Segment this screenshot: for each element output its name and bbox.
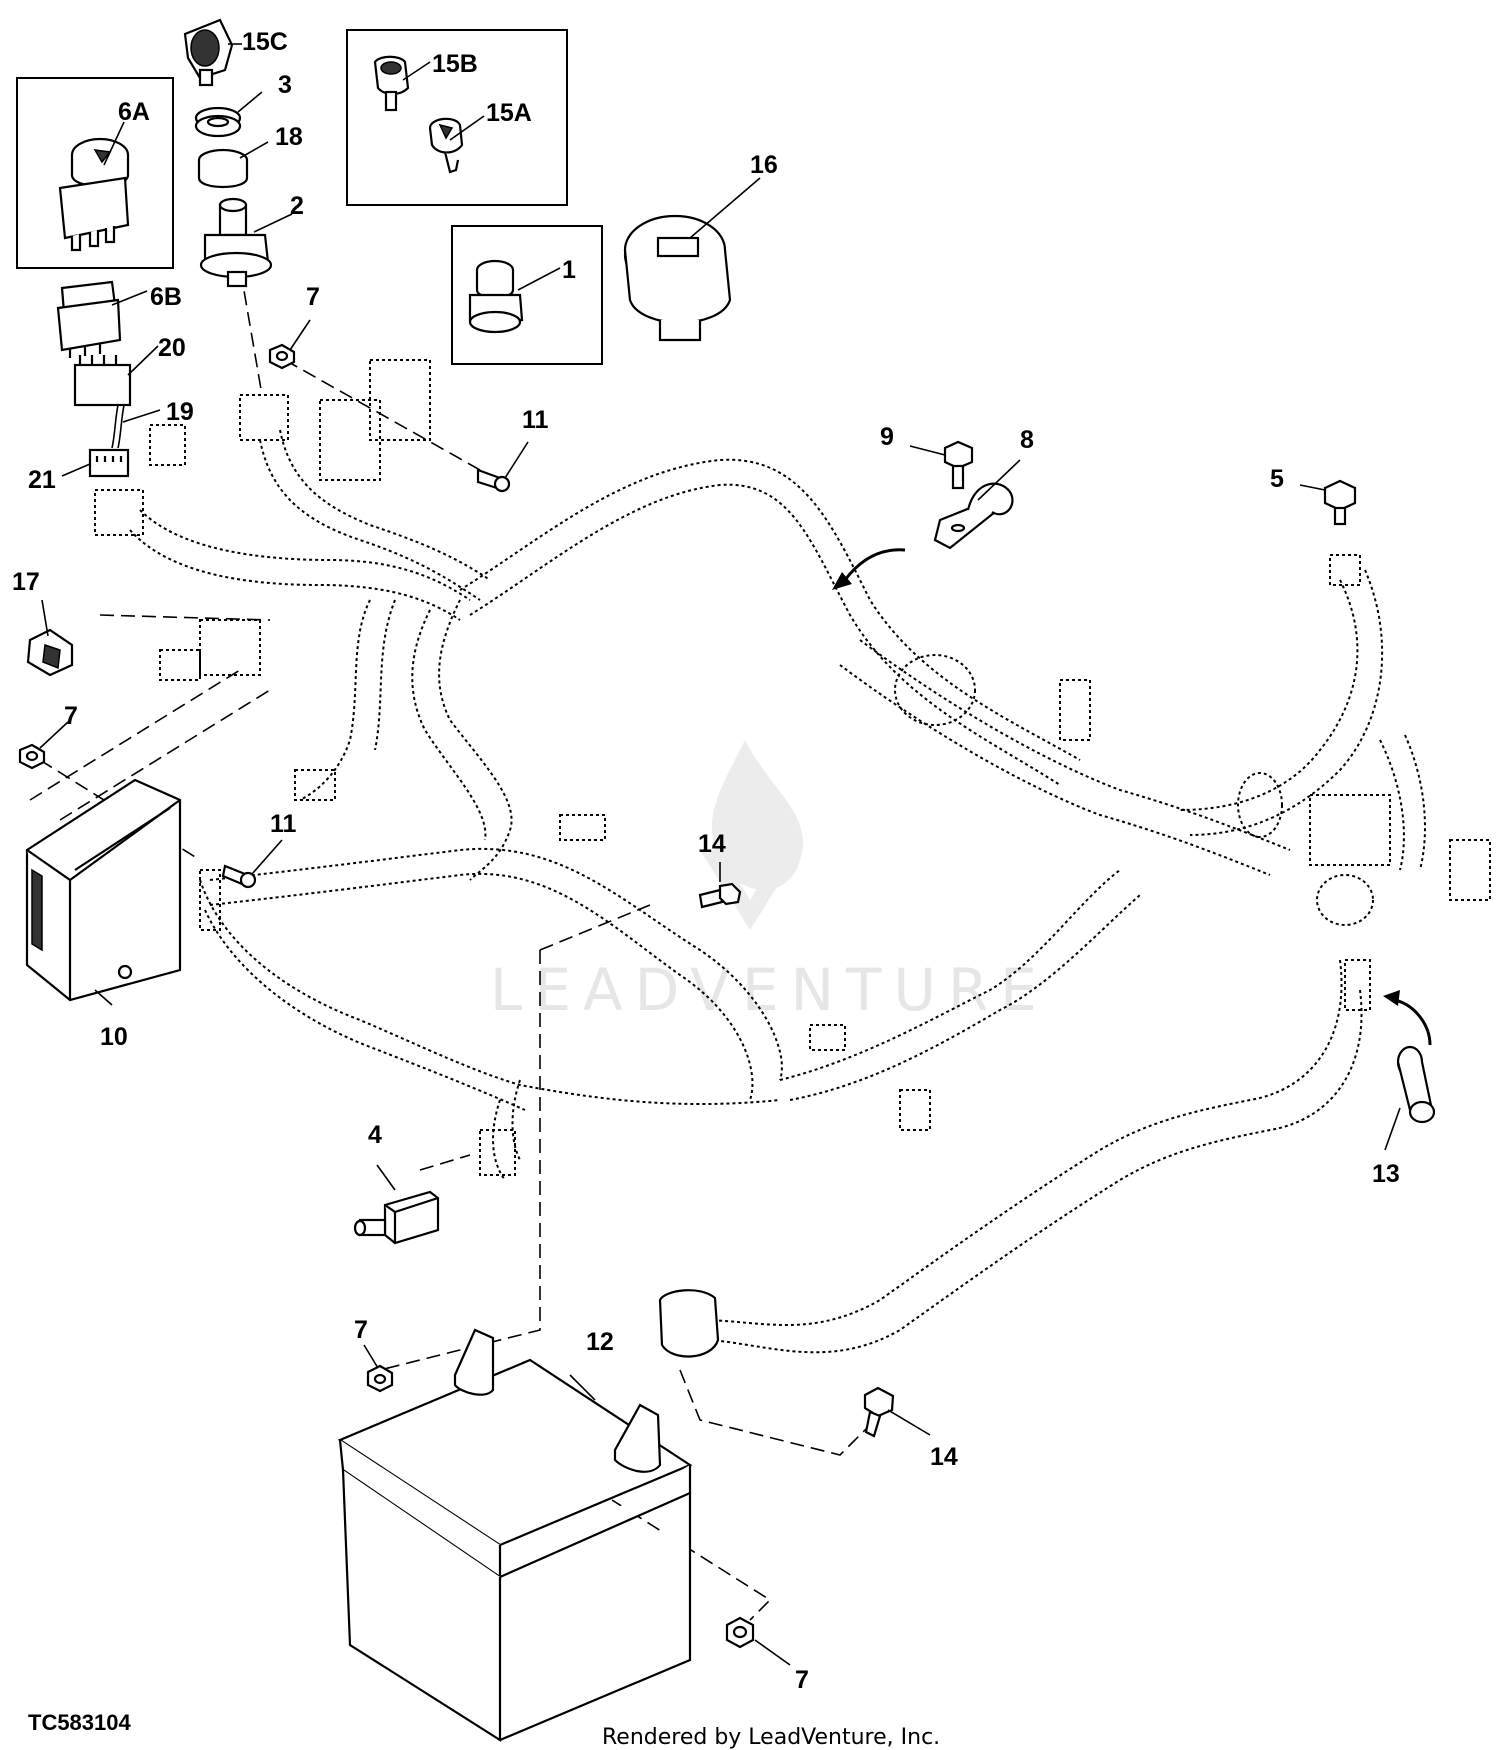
callout-15c: 15C xyxy=(242,28,288,56)
clamp-8 xyxy=(933,482,1014,550)
bolt-14-upper xyxy=(698,882,742,909)
callout-10: 10 xyxy=(100,1023,128,1051)
callout-7-left: 7 xyxy=(64,702,78,730)
bolt-5 xyxy=(1323,479,1357,526)
ignition-switch-2 xyxy=(199,197,273,288)
arrow-indicator-upper xyxy=(843,548,906,581)
figure-code: TC583104 xyxy=(28,1710,132,1735)
push-button-1 xyxy=(468,259,524,334)
callout-1: 1 xyxy=(562,256,576,284)
callout-2: 2 xyxy=(290,192,304,220)
seat-switch-4 xyxy=(353,1190,440,1245)
callout-4: 4 xyxy=(368,1121,382,1149)
arrow-indicator-lower xyxy=(1394,998,1432,1046)
callout-14-upper: 14 xyxy=(698,830,726,858)
callout-7-battery: 7 xyxy=(354,1316,368,1344)
callout-5: 5 xyxy=(1270,465,1284,493)
guide-lines xyxy=(29,249,876,1621)
screw-11-lower xyxy=(221,864,257,889)
arrow-head-lower xyxy=(1383,990,1400,1006)
callout-14-lower: 14 xyxy=(930,1443,958,1471)
callout-9: 9 xyxy=(880,423,894,451)
bezel-18 xyxy=(197,148,249,188)
callout-6b: 6B xyxy=(150,283,182,311)
wire-19 xyxy=(111,404,125,449)
battery-cable-boot xyxy=(658,1289,720,1358)
callout-13: 13 xyxy=(1372,1160,1400,1188)
boot-13 xyxy=(1396,1045,1436,1124)
nut-7-battery xyxy=(366,1364,394,1393)
nut-3 xyxy=(194,106,242,138)
nut-7-left xyxy=(18,743,46,770)
callout-19: 19 xyxy=(166,398,194,426)
callout-7-bottom: 7 xyxy=(795,1666,809,1694)
nut-7-bottom xyxy=(725,1616,755,1649)
key-15a xyxy=(428,117,464,174)
callout-12: 12 xyxy=(586,1328,614,1356)
callout-8: 8 xyxy=(1020,426,1034,454)
watermark: LEADVENTURE xyxy=(490,740,1049,1024)
battery-12 xyxy=(337,1328,693,1742)
controller-module-10 xyxy=(25,778,182,1002)
callout-15b: 15B xyxy=(432,50,478,78)
switch-6a xyxy=(58,137,130,252)
ignition-knob-15c xyxy=(183,18,234,87)
callout-21: 21 xyxy=(28,466,56,494)
callout-17: 17 xyxy=(12,568,40,596)
inset-box-6a xyxy=(16,77,174,269)
callout-7-upper: 7 xyxy=(306,283,320,311)
screw-11-upper xyxy=(476,468,511,493)
callout-15a: 15A xyxy=(486,99,532,127)
connector-20 xyxy=(73,355,132,407)
callout-11-lower: 11 xyxy=(270,810,297,838)
callout-16: 16 xyxy=(750,151,778,179)
bolt-9 xyxy=(943,440,974,490)
callout-18: 18 xyxy=(275,123,303,151)
watermark-text: LEADVENTURE xyxy=(490,956,1049,1024)
wiring-harness xyxy=(94,359,1491,1354)
fuse-17 xyxy=(26,628,74,677)
nut-7-upper xyxy=(268,343,296,370)
inset-box-key xyxy=(346,29,568,206)
callout-20: 20 xyxy=(158,334,186,362)
callout-6a: 6A xyxy=(118,98,150,126)
arrow-head-upper xyxy=(832,572,852,590)
callout-labels: 15C 3 18 2 6A 15B 15A 16 1 6B 20 19 21 7… xyxy=(12,28,1400,1694)
callout-11-upper: 11 xyxy=(522,406,549,434)
inset-box-1 xyxy=(451,225,603,365)
callout-3: 3 xyxy=(278,71,292,99)
switch-6b xyxy=(56,280,122,358)
leader-lines xyxy=(39,43,1401,1666)
footer-credit: Rendered by LeadVenture, Inc. xyxy=(602,1725,940,1750)
connector-21 xyxy=(88,448,130,478)
hour-meter-16 xyxy=(623,214,732,342)
key-15b xyxy=(373,55,410,112)
bolt-14-lower xyxy=(863,1386,895,1438)
